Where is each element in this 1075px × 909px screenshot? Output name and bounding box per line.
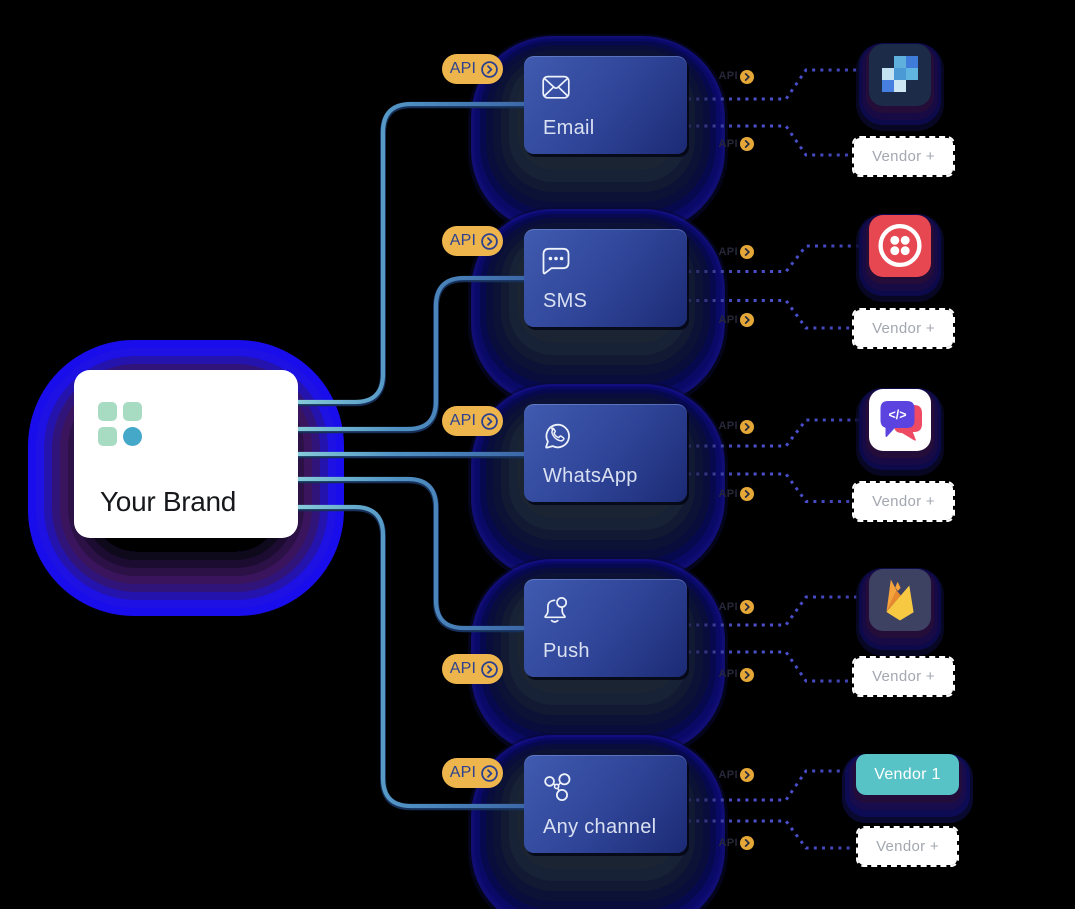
svg-text:</>: </>	[888, 408, 906, 422]
